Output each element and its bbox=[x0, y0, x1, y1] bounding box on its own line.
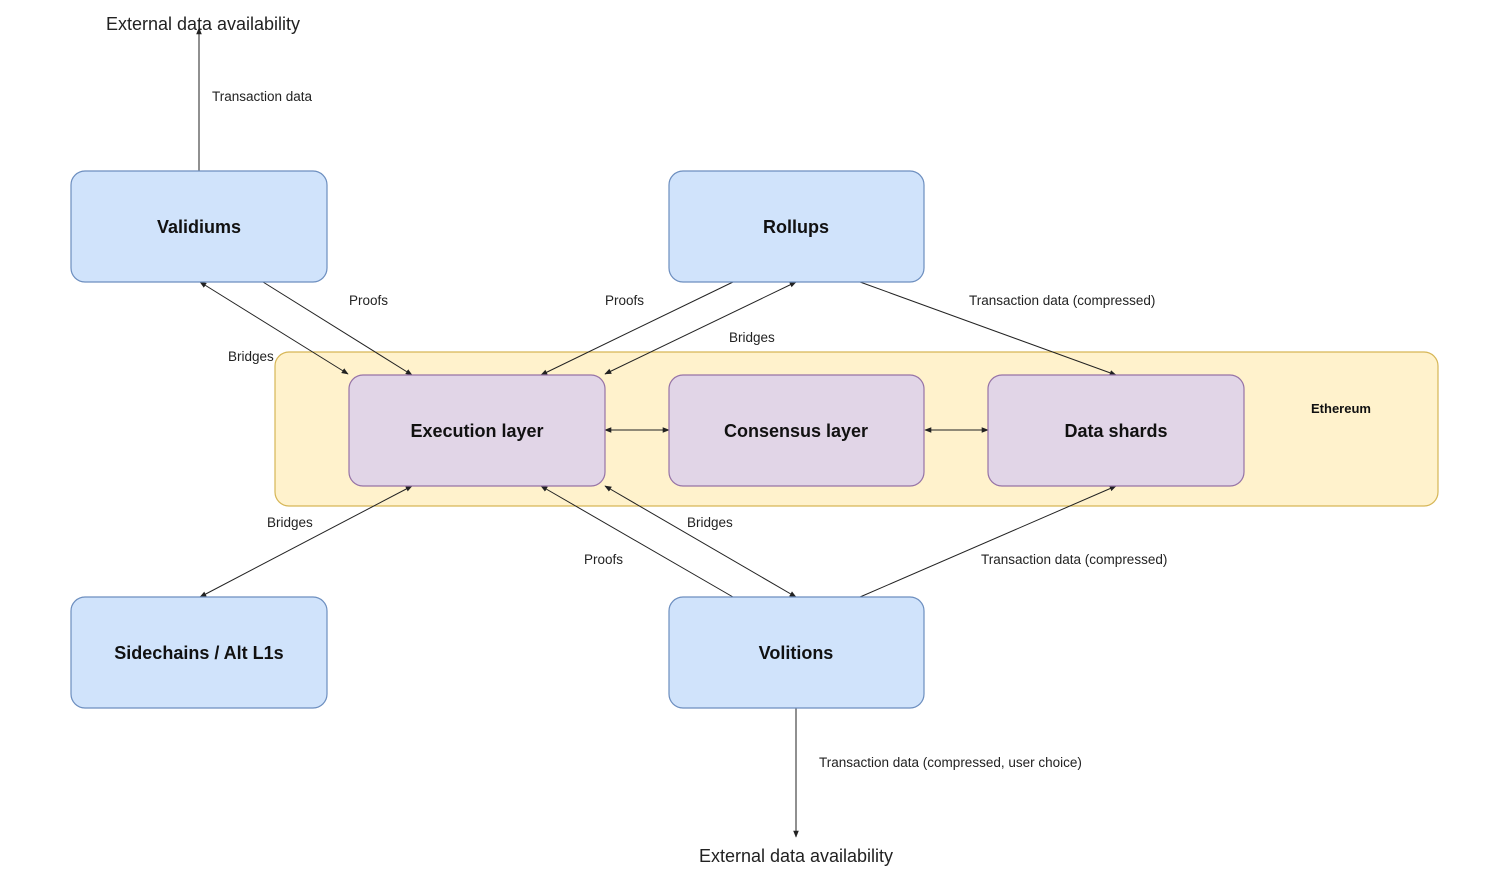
label-volitions-proofs: Proofs bbox=[584, 552, 623, 567]
label-volitions-external-tx: Transaction data (compressed, user choic… bbox=[819, 755, 1082, 770]
edge-rollups-tx bbox=[859, 281, 1117, 376]
edge-sidechains-bridges bbox=[199, 485, 413, 598]
node-consensus-layer[interactable]: Consensus layer bbox=[668, 374, 925, 487]
node-consensus-layer-label: Consensus layer bbox=[724, 421, 868, 441]
label-rollups-bridges: Bridges bbox=[729, 330, 775, 345]
label-validiums-proofs: Proofs bbox=[349, 293, 388, 308]
label-rollups-proofs: Proofs bbox=[605, 293, 644, 308]
edges bbox=[196, 27, 1117, 838]
node-volitions-label: Volitions bbox=[759, 643, 834, 663]
label-volitions-tx: Transaction data (compressed) bbox=[981, 552, 1167, 567]
edge-volitions-bridges bbox=[604, 485, 797, 598]
node-rollups-label: Rollups bbox=[763, 217, 829, 237]
label-validiums-bridges: Bridges bbox=[228, 349, 274, 364]
node-execution-layer-label: Execution layer bbox=[410, 421, 543, 441]
external-da-top-label: External data availability bbox=[106, 14, 300, 34]
node-validiums[interactable]: Validiums bbox=[70, 170, 328, 283]
edge-rollups-bridges bbox=[604, 281, 797, 375]
node-sidechains[interactable]: Sidechains / Alt L1s bbox=[70, 596, 328, 709]
ethereum-group-label: Ethereum bbox=[1311, 401, 1371, 416]
node-execution-layer[interactable]: Execution layer bbox=[348, 374, 606, 487]
node-validiums-label: Validiums bbox=[157, 217, 241, 237]
node-data-shards[interactable]: Data shards bbox=[987, 374, 1245, 487]
label-validiums-tx: Transaction data bbox=[212, 89, 313, 104]
edge-validiums-bridges bbox=[199, 281, 349, 375]
edge-volitions-tx bbox=[859, 485, 1117, 598]
label-rollups-tx: Transaction data (compressed) bbox=[969, 293, 1155, 308]
external-da-bottom-label: External data availability bbox=[699, 846, 893, 866]
node-sidechains-label: Sidechains / Alt L1s bbox=[114, 643, 283, 663]
label-sidechains-bridges: Bridges bbox=[267, 515, 313, 530]
node-volitions[interactable]: Volitions bbox=[668, 596, 925, 709]
node-data-shards-label: Data shards bbox=[1064, 421, 1167, 441]
node-rollups[interactable]: Rollups bbox=[668, 170, 925, 283]
label-volitions-bridges: Bridges bbox=[687, 515, 733, 530]
